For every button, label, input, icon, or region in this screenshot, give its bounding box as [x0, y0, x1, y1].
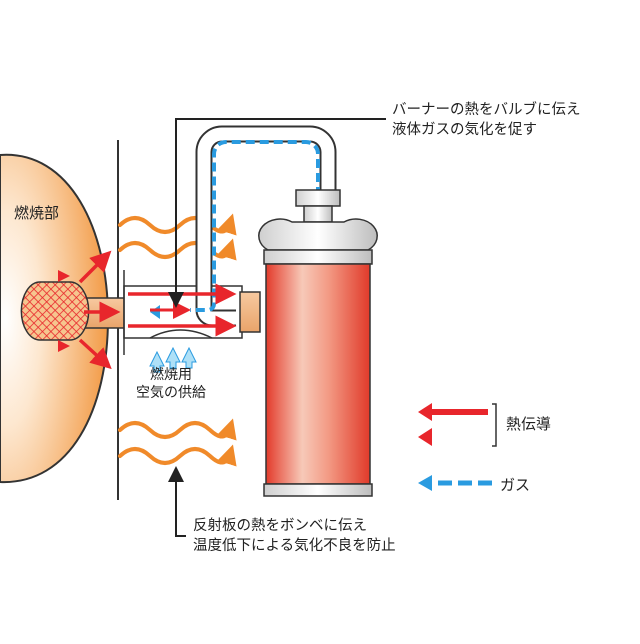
heat-waves-upper	[118, 213, 237, 261]
legend-heat-label: 熱伝導	[506, 415, 552, 433]
air-supply-line-1: 燃焼用	[150, 367, 192, 383]
canister-bottom-rim	[263, 483, 373, 497]
top-note: バーナーの熱をバルブに伝え 液体ガスの気化を促す	[392, 100, 581, 140]
air-arrow	[149, 350, 165, 373]
air-supply-arrows	[149, 346, 197, 373]
burner-mesh	[20, 281, 90, 341]
heat-wave	[118, 418, 237, 441]
burner-radiating-arrows	[78, 250, 121, 370]
legend-bracket	[492, 403, 497, 447]
bottom-note-line-2: 温度低下による気化不良を防止	[193, 538, 396, 554]
heat-arrow	[78, 338, 112, 370]
canister-top-rim	[263, 249, 373, 265]
top-callout-line	[168, 118, 386, 308]
air-arrow	[165, 346, 181, 369]
top-note-line-2: 液体ガスの気化を促す	[392, 122, 537, 138]
heat-wave	[118, 213, 237, 236]
canister-cap-mid	[303, 205, 333, 223]
heat-arrow	[58, 270, 70, 282]
air-supply-label: 燃焼用 空気の供給	[136, 366, 206, 402]
legend-heat-gradient-head	[418, 428, 432, 446]
air-supply-line-2: 空気の供給	[136, 385, 206, 401]
heat-waves-lower	[118, 418, 237, 467]
heat-arrow	[58, 340, 70, 352]
bottom-note-line-1: 反射板の熱をボンベに伝え	[193, 518, 367, 534]
valve-inlet-curve	[149, 329, 213, 339]
gas-pipe-inner	[197, 127, 335, 325]
legend-heat-red-head	[418, 403, 432, 421]
gas-canister	[258, 189, 378, 497]
bottom-note: 反射板の熱をボンベに伝え 温度低下による気化不良を防止	[193, 516, 396, 556]
burner-label: 燃焼部	[14, 204, 60, 222]
canister-cap-top	[295, 189, 341, 207]
legend	[418, 403, 497, 491]
gas-flow-dashes	[190, 140, 320, 312]
air-arrow	[181, 346, 197, 369]
heat-wave	[118, 444, 237, 467]
bottom-callout-line	[168, 466, 186, 537]
canister-shoulder	[258, 218, 378, 251]
legend-gas-head	[418, 475, 432, 491]
top-note-line-1: バーナーの熱をバルブに伝え	[392, 102, 581, 118]
burner-heat-arrows	[58, 270, 70, 352]
canister-body	[265, 263, 371, 485]
heat-wave	[118, 238, 237, 261]
legend-gas-label: ガス	[500, 476, 531, 494]
valve-fitting	[239, 291, 261, 333]
heat-arrow	[78, 250, 112, 284]
